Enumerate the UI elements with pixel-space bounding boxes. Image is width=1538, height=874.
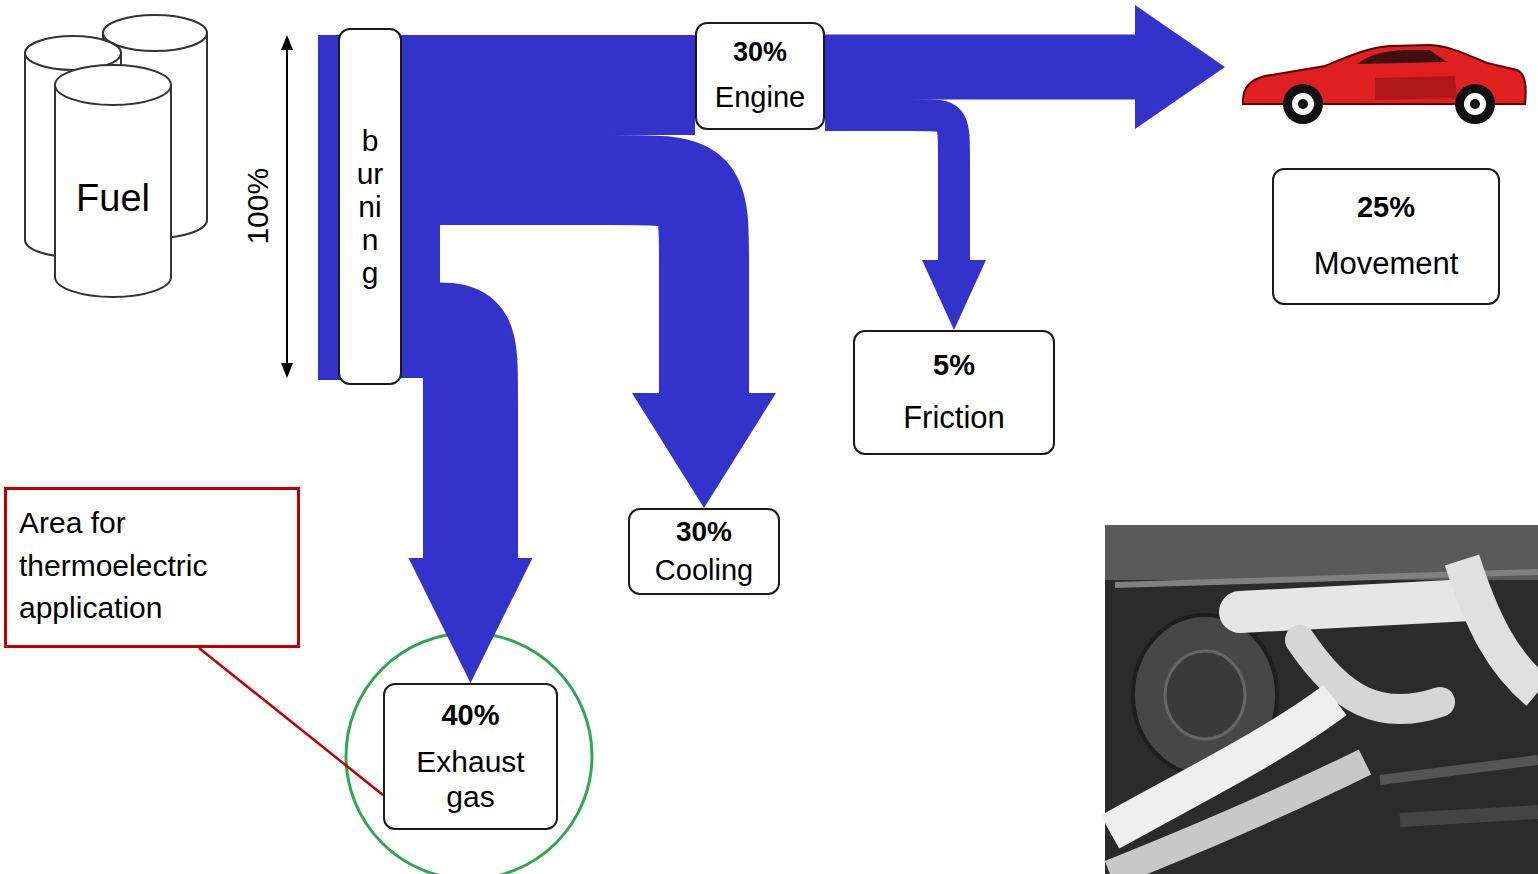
connector-shaft: [825, 115, 954, 260]
connector-arrowhead: [409, 558, 533, 683]
percent-value: 25%: [1357, 191, 1415, 224]
node-label: Cooling: [655, 554, 753, 587]
car-window: [1357, 50, 1447, 64]
dimension-label-holder: 100%: [241, 167, 276, 244]
photo-turbo: [1165, 651, 1245, 739]
percent-value: 5%: [933, 349, 975, 382]
photo-pipe: [1462, 560, 1538, 692]
node-label: Friction: [903, 400, 1005, 436]
car-wheel: [1298, 99, 1308, 109]
callout-box: Area for thermoelectric application: [4, 487, 300, 648]
car-door: [1375, 76, 1457, 100]
percent-value: 30%: [676, 516, 732, 548]
photo-detail: [1380, 760, 1538, 780]
connector-arrowhead: [922, 260, 986, 330]
percent-value: 30%: [733, 37, 787, 68]
car-wheel: [1292, 93, 1314, 115]
output-box-frame: 25% Movement: [1272, 168, 1500, 305]
callout-text: Area for thermoelectric application: [19, 502, 285, 630]
car-wheel: [1470, 99, 1480, 109]
energy-box: 5% Friction: [853, 330, 1055, 455]
process-box: burning: [338, 28, 402, 385]
percent-value: 40%: [441, 699, 499, 732]
energy-flow-arrow: [825, 115, 986, 330]
photo-pipe: [1110, 762, 1365, 874]
node-label: Movement: [1314, 246, 1459, 282]
car-wheel: [1464, 93, 1486, 115]
node-label: Exhaust gas: [406, 745, 536, 814]
engine-photo: [1105, 525, 1538, 874]
tank-lid: [103, 15, 207, 51]
photo-pipe: [1240, 600, 1470, 612]
dimension-arrowhead: [281, 35, 293, 50]
node-label: Fuel: [55, 177, 171, 221]
node-label: Engine: [715, 81, 805, 114]
energy-flow-arrow: [402, 85, 695, 86]
connector-arrowhead: [1135, 5, 1225, 129]
photo-detail: [1400, 812, 1538, 820]
connector-arrowhead: [632, 393, 776, 508]
connector-shaft: [199, 648, 383, 795]
node-label: burning: [355, 124, 385, 289]
tank-lid: [55, 65, 171, 105]
energy-box: 30% Engine: [695, 22, 825, 130]
car-wheel: [1455, 84, 1495, 124]
leader-line: [199, 648, 383, 795]
car-wheel: [1283, 84, 1323, 124]
energy-flow-arrow: [402, 330, 533, 683]
car-drawing: [1225, 8, 1530, 138]
fuel-tank: Fuel: [5, 5, 217, 300]
connector-shaft: [825, 35, 1135, 100]
energy-box: 40% Exhaust gas: [383, 683, 558, 830]
dimension-line: [286, 48, 288, 366]
tank-body: [55, 85, 171, 297]
connector-shaft: [402, 35, 695, 135]
energy-box: 30% Cooling: [628, 508, 780, 595]
connector-shaft: [402, 330, 471, 558]
dimension-label: 100%: [241, 167, 276, 244]
fuel-tank-drawing: [5, 5, 217, 300]
output-box: 25% Movement: [1225, 8, 1530, 308]
dimension-arrowhead: [281, 363, 293, 378]
